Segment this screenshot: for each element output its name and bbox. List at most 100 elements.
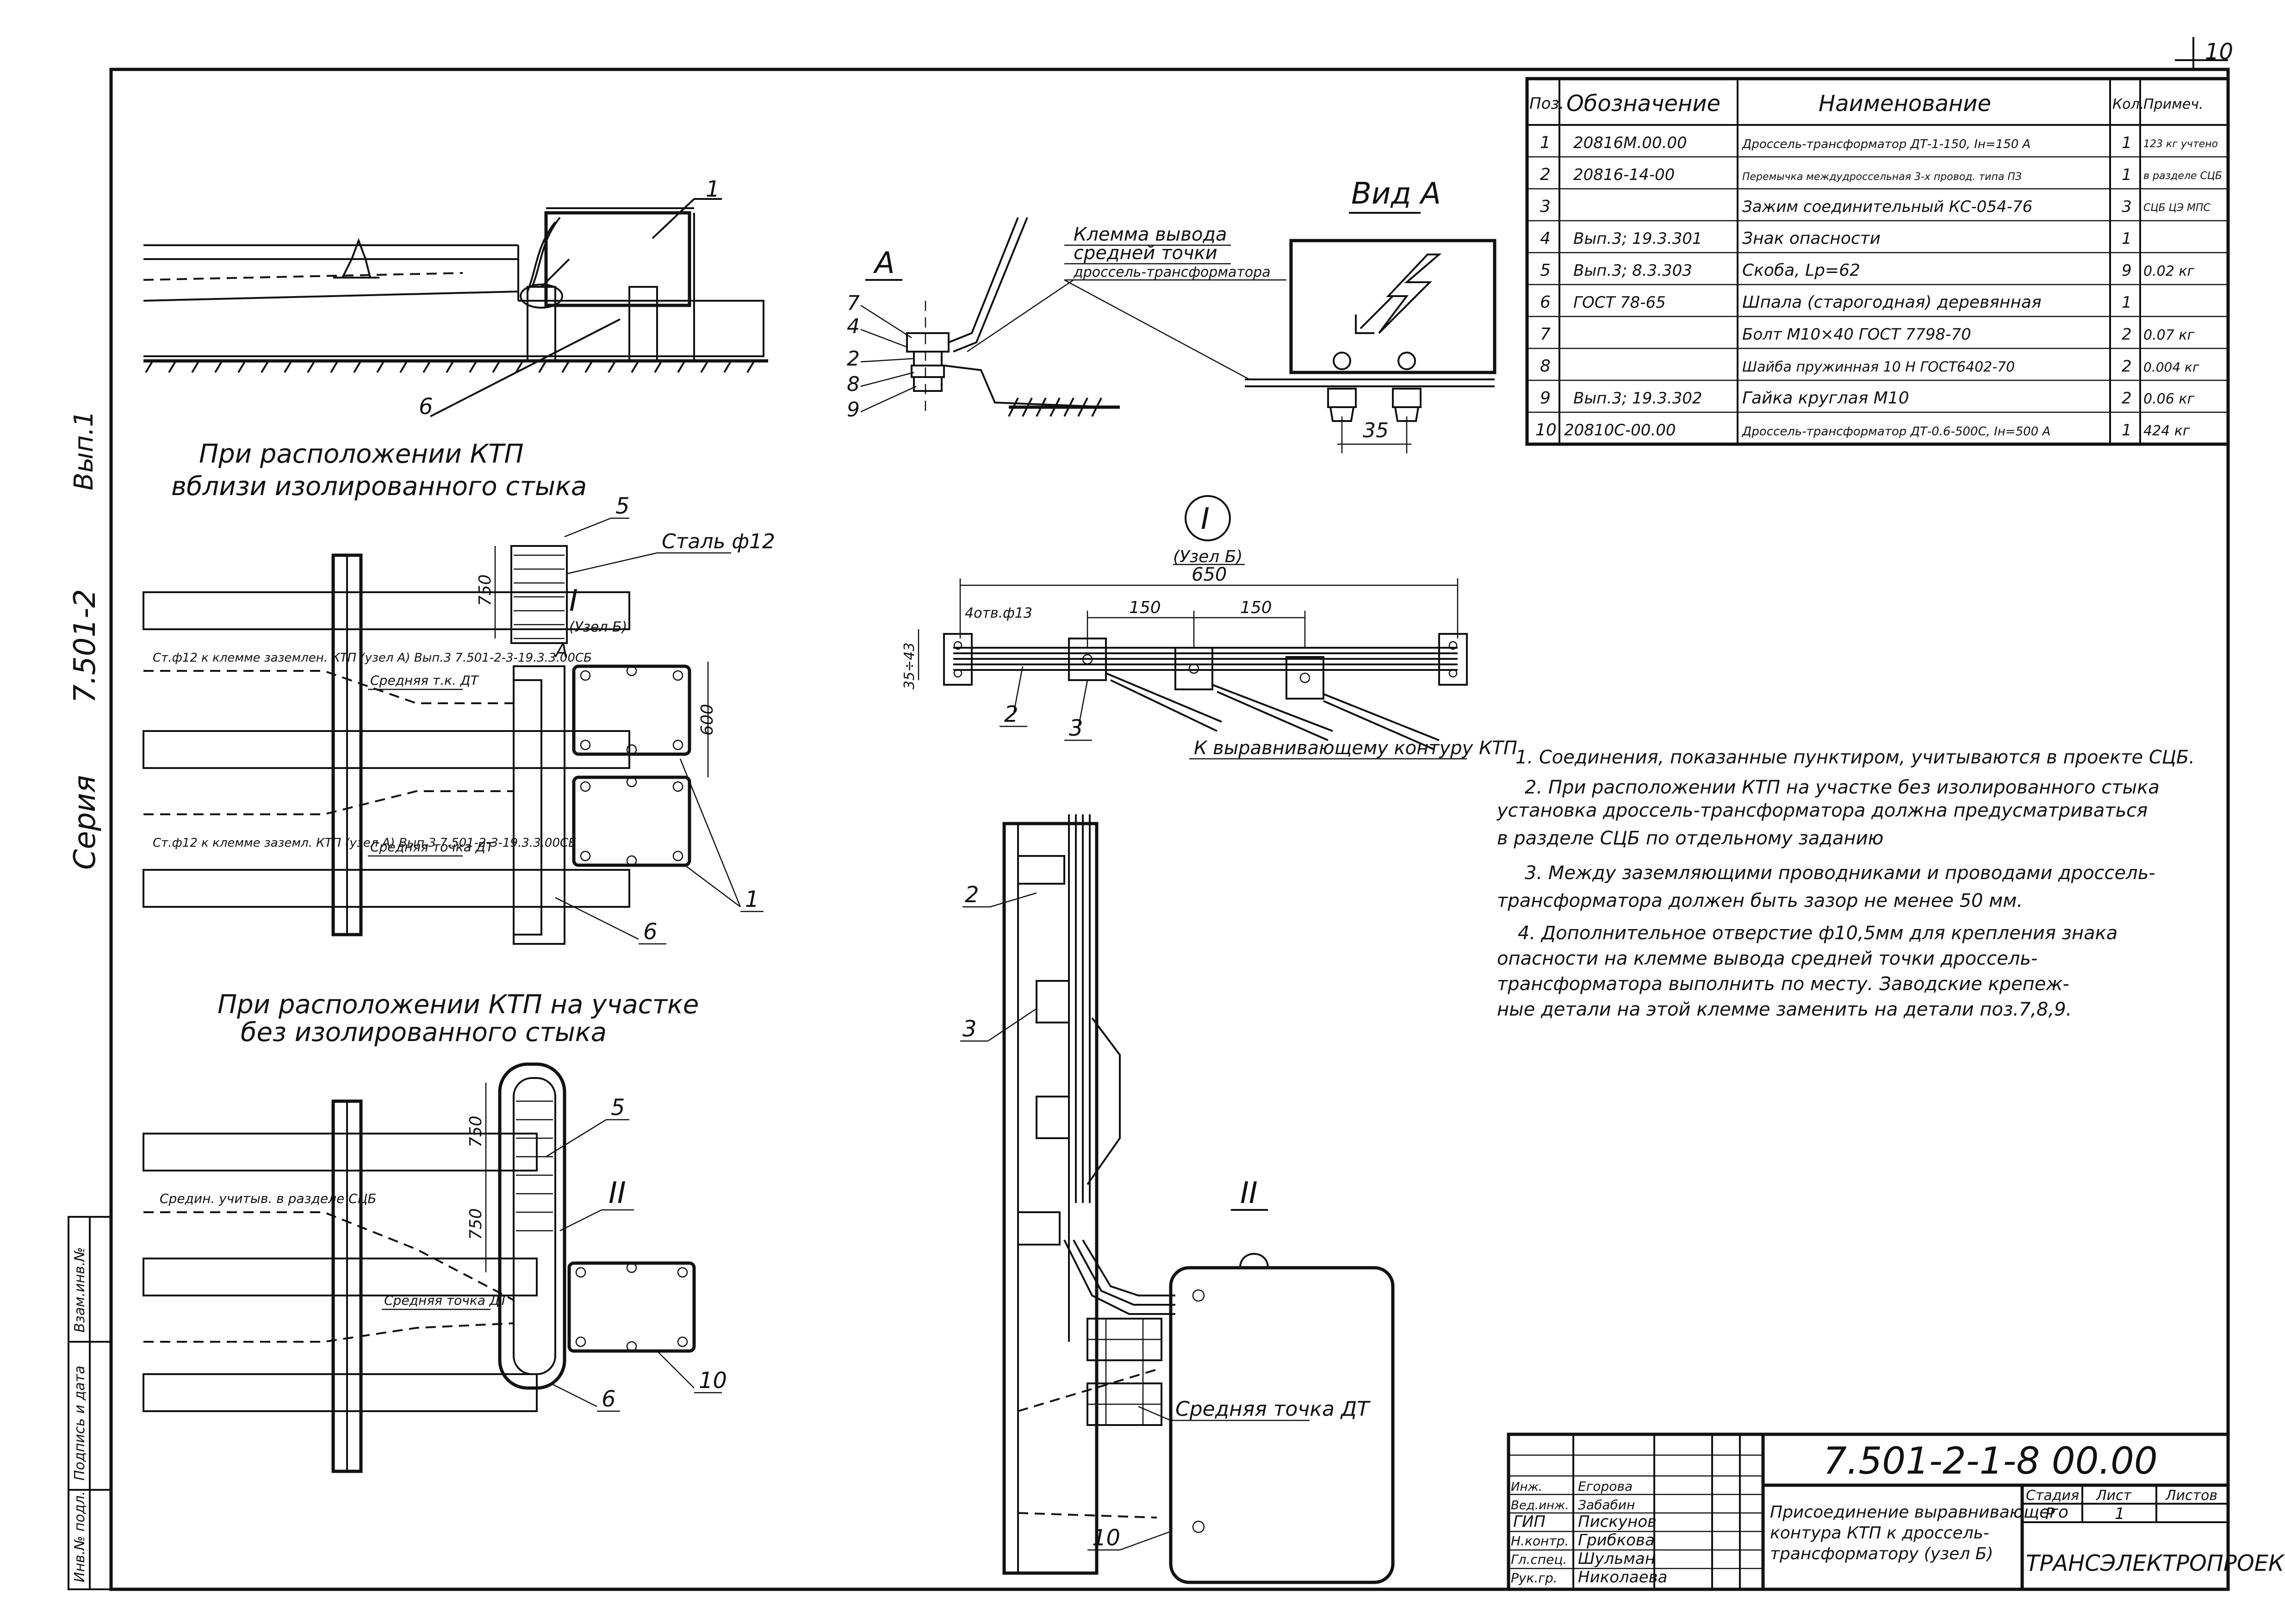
- signer-name: Шульман: [1578, 1550, 1655, 1568]
- table-row: 7 Болт М10×40 ГОСТ 7798-70 2 0.07 кг: [1540, 325, 2194, 344]
- table-row: 4 Вып.3; 19.3.301 Знак опасности 1: [1540, 229, 2132, 248]
- mid-dt-label-3: Средняя точка ДТ: [384, 1293, 509, 1308]
- note-ground-clamp-2: Ст.ф12 к клемме заземл. КТП (узел А) Вып…: [153, 836, 577, 850]
- row-qty: 1: [2122, 134, 2132, 152]
- doc-title-line3: трансформатору (узел Б): [1770, 1544, 1993, 1563]
- general-notes: 1. Соединения, показанные пунктиром, учи…: [1496, 747, 2195, 1020]
- callout-6-plan: 6: [643, 919, 658, 945]
- steel-label: Сталь ф12: [662, 530, 775, 553]
- callout-3-node: 3: [1069, 715, 1083, 741]
- node-b-caption: (Узел Б): [1173, 547, 1242, 566]
- row-designation: 20816-14-00: [1573, 166, 1675, 184]
- callout-10-ii: 10: [1092, 1525, 1120, 1551]
- stamp-column: Инв.№ подл. Подпись и дата Взам.инв.№: [68, 1216, 112, 1590]
- clamp-label-line1: Клемма вывода: [1074, 224, 1227, 245]
- node-ii-mark-plan: II: [609, 1176, 626, 1210]
- dim-150-second: 150: [1240, 598, 1272, 617]
- page-number: 10: [2205, 39, 2233, 65]
- signer-name: Егорова: [1578, 1479, 1633, 1494]
- side-labels: Вып.1 7.501-2 Серия: [68, 410, 102, 870]
- caption-near-joint-line1: При расположении КТП: [199, 439, 524, 469]
- callout-9: 9: [847, 398, 860, 421]
- to-contour-label: К выравнивающему контуру КТП: [1194, 738, 1517, 759]
- sheet-value: 1: [2115, 1505, 2125, 1523]
- row-pos: 8: [1540, 357, 1551, 376]
- row-designation: Вып.3; 19.3.302: [1573, 389, 1702, 408]
- dim-35-43: 35÷43: [901, 643, 918, 689]
- table-row: 3 Зажим соединительный КС-054-76 3 СЦБ Ц…: [1540, 197, 2210, 216]
- row-name: Шайба пружинная 10 Н ГОСТ6402-70: [1742, 359, 2015, 375]
- holes-note: 4отв.ф13: [965, 605, 1032, 621]
- signer-name: Грибкова: [1578, 1531, 1655, 1550]
- stage-header: Стадия: [2026, 1488, 2079, 1504]
- row-note: 424 кг: [2143, 423, 2190, 439]
- series-label: Серия: [68, 775, 102, 870]
- caption-no-joint-line2: без изолированного стыка: [241, 1017, 607, 1048]
- stage-value: Р: [2045, 1505, 2055, 1523]
- row-note: 123 кг учтено: [2143, 138, 2218, 150]
- note-2-line3: в разделе СЦБ по отдельному заданию: [1497, 828, 1883, 849]
- note-4-line4: ные детали на этой клемме заменить на де…: [1497, 999, 2072, 1020]
- table-row: 9 Вып.3; 19.3.302 Гайка круглая М10 2 0.…: [1540, 389, 2194, 408]
- doc-title-line2: контура КТП к дроссель-: [1770, 1524, 1989, 1543]
- spec-table: Поз. Обозначение Наименование Кол. Приме…: [1525, 77, 2230, 446]
- row-note: 0.07 кг: [2143, 327, 2194, 343]
- section-drawing-top: 1 6 При расположении КТП вблизи изолиров…: [143, 176, 768, 502]
- sheet-frame: 10: [109, 37, 2233, 1591]
- doc-title-line1: Присоединение выравнивающего: [1770, 1503, 2068, 1522]
- signer-role: ГИП: [1513, 1512, 1546, 1531]
- col-header-qty: Кол.: [2112, 96, 2144, 112]
- mark-a-plan: А: [554, 640, 568, 662]
- note-2-line1: 2. При расположении КТП на участке без и…: [1525, 777, 2160, 798]
- row-pos: 5: [1540, 261, 1551, 280]
- row-qty: 1: [2122, 421, 2132, 440]
- signer-rows: ГИП Пискунов Н.контр. Грибкова Гл.спец. …: [1511, 1512, 1667, 1587]
- row-pos: 10: [1535, 421, 1557, 440]
- dim-35: 35: [1363, 419, 1389, 442]
- signer-role: Вед.инж.: [1511, 1499, 1569, 1512]
- row-pos: 9: [1540, 389, 1551, 408]
- callout-6-bottom: 6: [602, 1386, 616, 1412]
- callout-2-node: 2: [1004, 701, 1018, 727]
- middle-point-label: Средняя точка ДТ: [1175, 1397, 1371, 1421]
- section-a-mark: А: [873, 246, 895, 280]
- row-designation: Вып.3; 19.3.301: [1573, 229, 1702, 248]
- callout-3-ii: 3: [962, 1016, 977, 1042]
- row-pos: 4: [1540, 229, 1551, 248]
- row-qty: 2: [2122, 389, 2132, 408]
- row-note: 0.02 кг: [2143, 263, 2194, 279]
- table-row: 2 20816-14-00 Перемычка междудроссельная…: [1540, 165, 2222, 184]
- row-pos: 2: [1540, 165, 1551, 184]
- callout-10-bottom: 10: [699, 1368, 727, 1394]
- row-designation: 20810С-00.00: [1564, 421, 1676, 440]
- view-a: Вид А 35: [1245, 177, 1496, 453]
- title-block: ГИП Пискунов Н.контр. Грибкова Гл.спец. …: [1507, 1432, 2285, 1591]
- table-row: 8 Шайба пружинная 10 Н ГОСТ6402-70 2 0.0…: [1540, 357, 2199, 376]
- col-header-pos: Поз.: [1529, 94, 1564, 113]
- row-name: Дроссель-трансформатор ДТ-1-150, Iн=150 …: [1742, 137, 2030, 151]
- stamp-sign-label: Подпись и дата: [72, 1366, 88, 1481]
- view-a-title: Вид А: [1351, 177, 1441, 211]
- callout-5-near: 5: [615, 493, 630, 519]
- note-4-line2: опасности на клемме вывода средней точки…: [1497, 948, 2037, 969]
- clamp-label-line2: средней точки: [1074, 242, 1217, 264]
- mid-dt-label-2: Средняя точка ДТ: [370, 839, 495, 855]
- row-qty: 1: [2122, 166, 2132, 184]
- row-name: Шпала (старогодная) деревянная: [1742, 293, 2042, 312]
- row-qty: 1: [2122, 229, 2132, 248]
- row-designation: ГОСТ 78-65: [1573, 293, 1666, 312]
- dim-750-b: 750: [466, 1208, 485, 1240]
- row-designation: Вып.3; 8.3.303: [1573, 261, 1692, 280]
- note-3-line2: трансформатора должен быть зазор не мене…: [1497, 890, 2023, 911]
- row-qty: 2: [2122, 357, 2132, 376]
- sheets-header: Листов: [2165, 1488, 2217, 1504]
- dim-750-a: 750: [466, 1116, 485, 1147]
- note-sidb: Средин. учитыв. в разделе СЦБ: [160, 1191, 377, 1206]
- table-row: 6 ГОСТ 78-65 Шпала (старогодная) деревян…: [1540, 293, 2132, 312]
- node-b-mark-plan: I: [569, 584, 578, 618]
- col-header-name: Наименование: [1819, 91, 1991, 117]
- doc-code: 7.501-2-1-8 00.00: [1823, 1439, 2158, 1482]
- row-note: СЦБ ЦЭ МПС: [2143, 202, 2210, 214]
- note-ground-clamp-1: Ст.ф12 к клемме заземлен. КТП (узел А) В…: [153, 651, 592, 665]
